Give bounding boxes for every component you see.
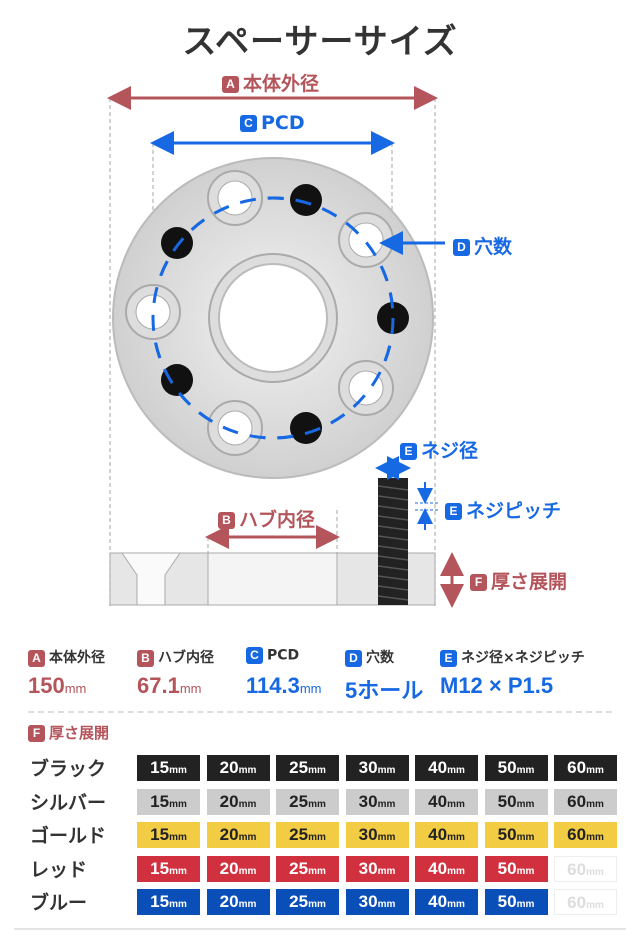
spec-label-text: 穴数 [366, 650, 394, 666]
thickness-option: 50mm [484, 788, 548, 815]
thickness-option: 30mm [345, 889, 409, 915]
thickness-option: 25mm [276, 889, 339, 915]
thickness-option: 20mm [206, 755, 270, 781]
spec-badge: D [345, 649, 362, 667]
thickness-option: 15mm [137, 755, 200, 781]
spec-badge: C [246, 647, 263, 664]
spacer-diagram [107, 86, 464, 608]
spec-badge: B [137, 649, 154, 667]
thickness-option: 25mm [276, 788, 339, 815]
spec-badge: A [28, 649, 45, 667]
thickness-option: 60mm [554, 822, 617, 848]
thickness-option: 15mm [137, 822, 200, 848]
thickness-option: 30mm [345, 822, 409, 848]
thickness-option: 40mm [415, 822, 478, 848]
spec-value: 114.3mm [246, 673, 322, 698]
thickness-option: 20mm [206, 822, 270, 848]
thickness-option: 20mm [206, 788, 270, 815]
thickness-option: 25mm [276, 855, 339, 882]
color-row-label: ブラック [30, 758, 107, 780]
thickness-option: 50mm [484, 889, 548, 915]
thickness-option: 40mm [415, 855, 478, 882]
spec-label-text: ハブ内径 [158, 650, 214, 666]
thickness-option: 40mm [415, 755, 478, 781]
thickness-option: 15mm [137, 788, 200, 815]
thickness-option: 30mm [345, 788, 409, 815]
thickness-option: 20mm [206, 889, 270, 915]
page-title: スペーサーサイズ [182, 22, 458, 62]
spec-value: 5ホール [345, 678, 424, 703]
thickness-option-unavailable: 60mm [554, 855, 617, 882]
thickness-option: 60mm [554, 788, 617, 815]
thickness-option-unavailable: 60mm [554, 889, 617, 915]
spec-value: 67.1mm [137, 673, 202, 698]
thickness-option: 50mm [484, 755, 548, 781]
bottom-divider [14, 928, 626, 930]
thickness-option: 30mm [345, 755, 409, 781]
thickness-option: 25mm [276, 755, 339, 781]
color-row-label: シルバー [30, 791, 107, 814]
spec-label-text: PCD [267, 647, 300, 664]
thickness-option: 50mm [484, 822, 548, 848]
thickness-option: 60mm [554, 755, 617, 781]
thickness-option: 20mm [206, 855, 270, 882]
divider [28, 711, 612, 713]
color-row-label: ゴールド [30, 825, 107, 847]
thickness-option: 30mm [345, 855, 409, 882]
thickness-option: 50mm [484, 855, 548, 882]
spec-label-text: 本体外径 [49, 650, 105, 666]
spec-label-text: ネジ径×ネジピッチ [461, 650, 585, 666]
spec-badge: E [440, 649, 457, 667]
thickness-option: 40mm [415, 788, 478, 815]
thickness-option: 40mm [415, 889, 478, 915]
thickness-option: 15mm [137, 855, 200, 882]
color-row-label: レッド [30, 858, 88, 881]
side-view-bolt [377, 478, 409, 605]
hub-bore [218, 263, 328, 373]
spec-value: 150mm [28, 673, 87, 698]
color-row-label: ブルー [30, 892, 88, 914]
thickness-option: 15mm [137, 889, 200, 915]
thickness-option: 25mm [276, 822, 339, 848]
spec-value: M12 × P1.5 [440, 673, 554, 698]
